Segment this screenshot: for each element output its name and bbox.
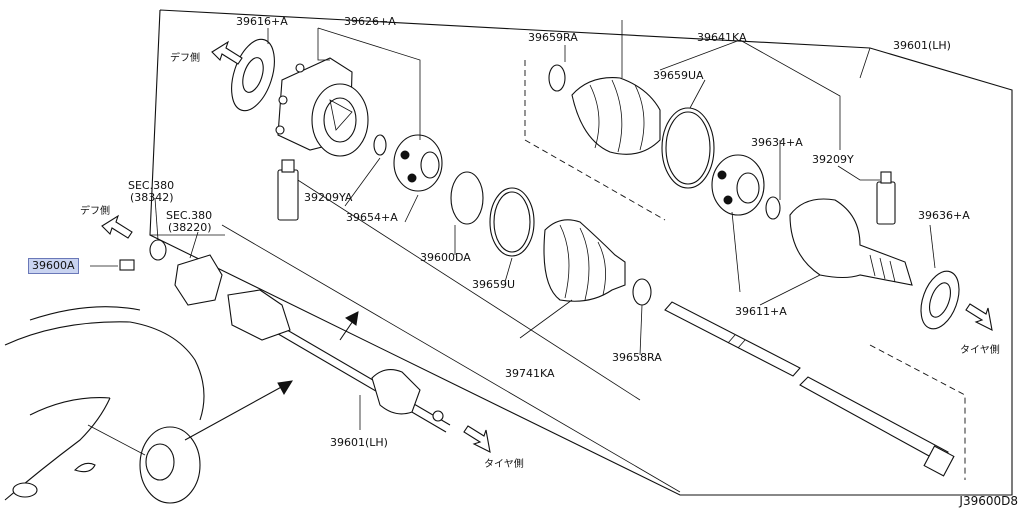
- label-39600a-highlighted[interactable]: 39600A: [28, 258, 79, 274]
- boot-39741ka: [543, 219, 626, 302]
- snap-ring-39634a: [765, 196, 781, 220]
- outer-joint-39611a: [789, 198, 913, 286]
- tire-arrow-right-icon: [965, 303, 993, 331]
- label-sec380-b-line2: (38220): [168, 221, 212, 234]
- inner-joint-dashed-frame: [524, 60, 666, 221]
- side-label-tire-right: タイヤ側: [960, 345, 1000, 356]
- drive-shaft-bar: [664, 301, 955, 477]
- tripod-joint: [393, 134, 443, 192]
- band-39659u: [489, 187, 535, 257]
- label-39616a: 39616+A: [236, 15, 288, 28]
- side-label-diff-left: デフ側: [80, 206, 110, 217]
- diagram-code: J39600D8: [959, 494, 1018, 508]
- label-39659u: 39659U: [472, 278, 516, 291]
- side-label-tire-bottom: タイヤ側: [484, 459, 524, 470]
- label-39659ua: 39659UA: [653, 69, 704, 82]
- label-39741ka: 39741KA: [505, 367, 555, 380]
- label-39641ka: 39641KA: [697, 31, 747, 44]
- leader-lines: [90, 20, 936, 430]
- label-39654a: 39654+A: [346, 211, 398, 224]
- housing-39626a: [275, 57, 369, 157]
- diff-arrow-left-icon: [101, 214, 133, 239]
- grease-tube-39209ya: [277, 159, 299, 221]
- label-sec380-a-line2: (38342): [130, 191, 174, 204]
- side-label-diff-top: デフ側: [170, 53, 200, 64]
- band-39659ua: [661, 107, 715, 189]
- diff-arrow-top-icon: [211, 40, 243, 65]
- label-39658ra: 39658RA: [612, 351, 662, 364]
- tire-arrow-bottom-icon: [463, 425, 491, 453]
- grease-tube-39209y: [876, 171, 896, 225]
- label-39636a: 39636+A: [918, 209, 970, 222]
- washer-39616a: [231, 38, 275, 112]
- vehicle-outline: [4, 306, 205, 504]
- label-39634a: 39634+A: [751, 136, 803, 149]
- o-ring-39600da: [450, 171, 484, 225]
- label-39209y: 39209Y: [812, 153, 854, 166]
- label-39600da: 39600DA: [420, 251, 471, 264]
- assembly-arrows: [184, 311, 359, 441]
- band-39659ra: [548, 64, 566, 92]
- cv-joint-cage: [711, 154, 765, 216]
- washer-39636a: [920, 270, 960, 330]
- assembled-axle: [119, 239, 451, 433]
- label-sec380-a-line1: SEC.380: [128, 179, 175, 192]
- label-39611a: 39611+A: [735, 305, 787, 318]
- label-39626a: 39626+A: [344, 15, 396, 28]
- label-39209ya: 39209YA: [304, 191, 353, 204]
- snap-ring-39654a: [373, 134, 387, 156]
- boot-39641ka: [571, 77, 661, 155]
- shaft-dashed-frame: [869, 344, 966, 480]
- band-39658ra: [632, 278, 652, 306]
- label-sec380-b-line1: SEC.380: [166, 209, 213, 222]
- label-39659ra: 39659RA: [528, 31, 578, 44]
- label-39601lh-top: 39601(LH): [893, 39, 951, 52]
- label-39601lh-bottom: 39601(LH): [330, 436, 388, 449]
